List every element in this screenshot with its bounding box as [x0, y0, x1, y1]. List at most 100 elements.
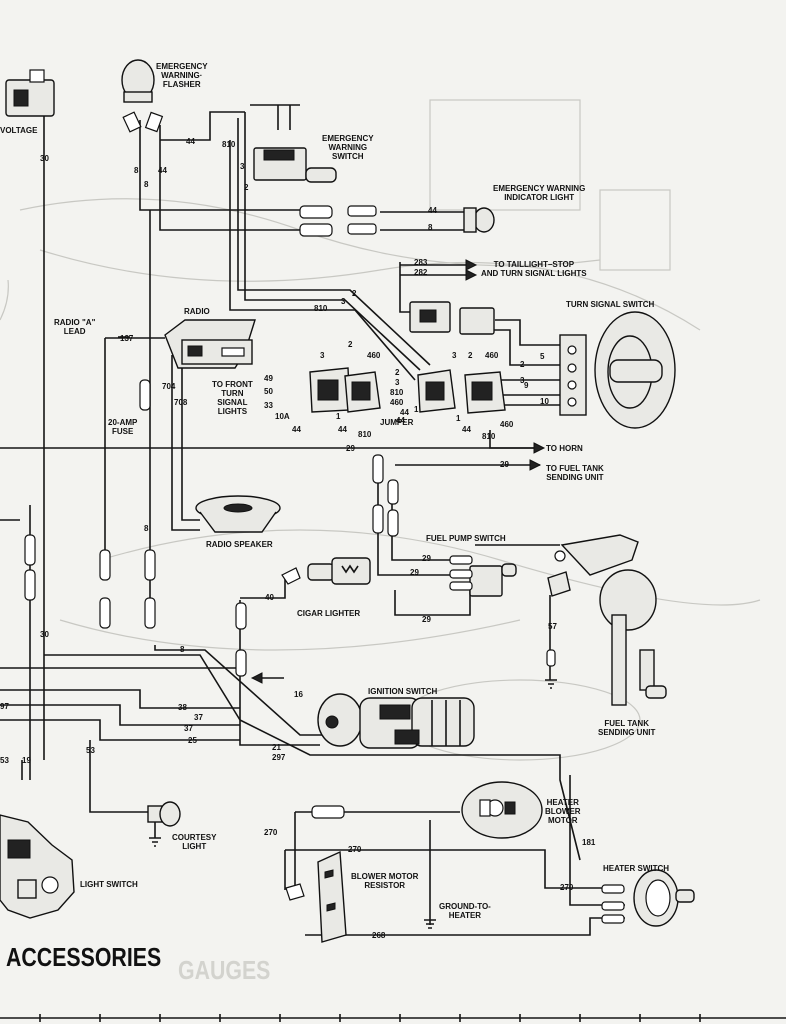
wire-number: 1 — [336, 412, 341, 421]
wire-number: 460 — [500, 420, 514, 429]
label-line: WARNING — [328, 143, 368, 152]
label-fuel-pump-switch: FUEL PUMP SWITCH — [426, 534, 506, 543]
label-emergency-warning-flasher: EMERGENCY WARNING· FLASHER — [156, 62, 208, 89]
wire-number: 8 — [144, 524, 149, 533]
wire-number: 5 — [540, 352, 545, 361]
label-line: BLOWER MOTOR — [351, 872, 419, 881]
label-line: WARNING· — [161, 71, 203, 80]
label-line: TURN — [221, 389, 244, 398]
label-line: BLOWER — [545, 807, 581, 816]
label-line: 20-AMP — [108, 418, 138, 427]
label-turn-signal-switch: TURN SIGNAL SWITCH — [566, 300, 655, 309]
wire-number: 810 — [358, 430, 372, 439]
wire-number: 37 — [194, 713, 203, 722]
inline-connectors — [24, 454, 399, 819]
label-to-front-turn-signal-lights: TO FRONT TURN SIGNAL LIGHTS — [212, 380, 253, 416]
wire-number: 704 — [162, 382, 176, 391]
label-light-switch: LIGHT SWITCH — [80, 880, 138, 889]
wire-number: 44 — [462, 425, 471, 434]
wire-number: 97 — [0, 702, 9, 711]
label-jumper: JUMPER — [380, 418, 414, 427]
label-to-taillight: TO TAILLIGHT–STOP AND TURN SIGNAL LIGHTS — [481, 260, 587, 278]
label-line: MOTOR — [547, 816, 578, 825]
wire-number: 283 — [414, 258, 428, 267]
wire-number: 460 — [367, 351, 381, 360]
wire-number: 10A — [275, 412, 290, 421]
wire-number: 270 — [264, 828, 278, 837]
wire-number: 49 — [264, 374, 273, 383]
label-fuse: 20-AMP FUSE — [108, 418, 137, 436]
wires — [0, 104, 625, 936]
arrows — [118, 259, 546, 684]
label-line: SWITCH — [332, 152, 364, 161]
label-line: EMERGENCY WARNING — [493, 184, 586, 193]
wire-number: 3 — [240, 162, 245, 171]
turn-signal-connectors — [409, 301, 495, 335]
label-line: TO FUEL TANK — [546, 464, 604, 473]
wire-number: 810 — [390, 388, 404, 397]
wire-number: 29 — [422, 615, 431, 624]
wire-number: 2 — [348, 340, 353, 349]
wire-number: 1 — [456, 414, 461, 423]
label-to-horn: TO HORN — [546, 444, 583, 453]
heater-blower-motor — [461, 781, 543, 839]
label-radio-a-lead: RADIO "A" LEAD — [54, 318, 95, 336]
wire-number: 8 — [180, 645, 185, 654]
wire-number: 25 — [188, 736, 197, 745]
wire-number: 460 — [485, 351, 499, 360]
wire-number: 2 — [468, 351, 473, 360]
label-line: FUEL TANK — [604, 719, 649, 728]
label-emergency-warning-indicator-light: EMERGENCY WARNING INDICATOR LIGHT — [493, 184, 585, 202]
jumper-plugs — [417, 369, 506, 414]
wire-number: 181 — [582, 838, 596, 847]
wire-number: 57 — [548, 622, 557, 631]
emergency-warning-switch — [253, 147, 337, 183]
label-cigar-lighter: CIGAR LIGHTER — [297, 609, 361, 618]
wire-number: 40 — [265, 593, 274, 602]
wire-number: 19 — [22, 756, 31, 765]
label-line: LEAD — [63, 327, 86, 336]
label-line: COURTESY — [172, 833, 217, 842]
wire-number: 16 — [294, 690, 303, 699]
wire-number: 10 — [540, 397, 549, 406]
wire-number: 2 — [395, 368, 400, 377]
label-courtesy-light: COURTESY LIGHT — [172, 833, 216, 851]
wire-number: 3 — [341, 297, 346, 306]
wire-number: 8 — [428, 223, 433, 232]
label-voltage: VOLTAGE — [0, 126, 38, 135]
label-line: TO FRONT — [212, 380, 253, 389]
background-text: GAUGES — [178, 955, 271, 985]
wire-number: 8 — [144, 180, 149, 189]
label-to-fuel-tank-sending-unit: TO FUEL TANK SENDING UNIT — [546, 464, 604, 482]
wire-number: 708 — [174, 398, 188, 407]
wire-number: 3 — [452, 351, 457, 360]
wire-number: 270 — [348, 845, 362, 854]
label-heater-blower-motor: HEATER BLOWER MOTOR — [545, 798, 581, 825]
label-line: EMERGENCY — [322, 134, 374, 143]
label-line: EMERGENCY — [156, 62, 208, 71]
wire-number: 50 — [264, 387, 273, 396]
label-blower-motor-resistor: BLOWER MOTOR RESISTOR — [351, 872, 418, 890]
wire-number: 44 — [338, 425, 347, 434]
blower-motor-resistor — [285, 850, 347, 943]
wire-number: 3 — [395, 378, 400, 387]
light-switch — [0, 814, 75, 919]
heater-switch — [601, 869, 695, 927]
wire-number: 460 — [390, 398, 404, 407]
wire-number: 268 — [372, 931, 386, 940]
fuel-pump-switch — [449, 555, 517, 597]
label-line: GROUND-TO- — [439, 902, 491, 911]
wire-number: 44 — [292, 425, 301, 434]
wire-number: 53 — [86, 746, 95, 755]
label-ground-to-heater: GROUND-TO- HEATER — [439, 902, 491, 920]
label-line: INDICATOR LIGHT — [504, 193, 575, 202]
wire-number: 8 — [134, 166, 139, 175]
label-line: AND TURN SIGNAL LIGHTS — [481, 269, 587, 278]
label-line: RESISTOR — [364, 881, 406, 890]
wire-number: 38 — [178, 703, 187, 712]
wire-number: 3 — [520, 376, 525, 385]
turn-signal-switch — [559, 311, 676, 429]
label-line: TO TAILLIGHT–STOP — [493, 260, 575, 269]
label-line: LIGHT — [182, 842, 207, 851]
